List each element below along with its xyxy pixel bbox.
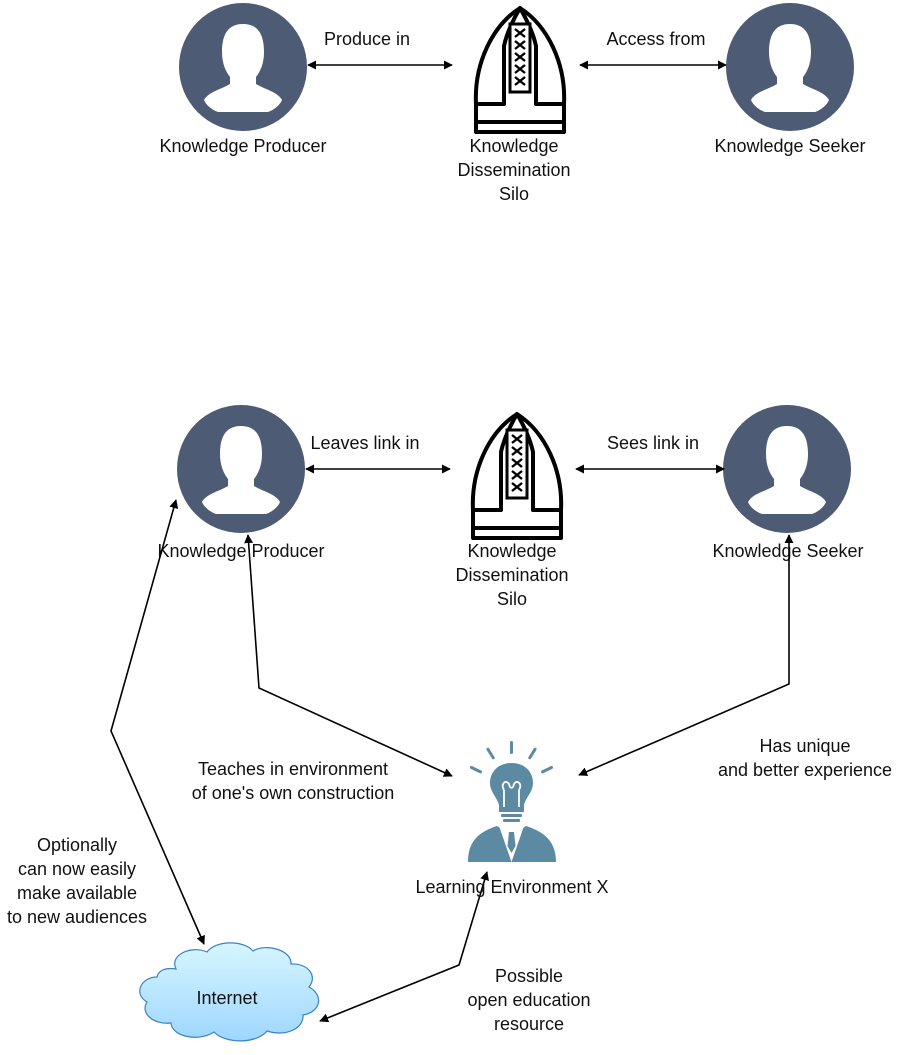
- learning-environment-lightbulb-icon: [468, 741, 556, 862]
- bottom-silo-mitre-icon: [470, 412, 564, 540]
- optionally-label-line3: make available: [17, 883, 137, 903]
- top-producer-person-icon: [179, 3, 307, 131]
- top-seeker-person-icon: [726, 3, 854, 131]
- top-silo-label-line2: Dissemination: [457, 160, 570, 180]
- internet-cloud-icon: [139, 942, 320, 1042]
- teaches-label-line1: Teaches in environment: [198, 759, 388, 779]
- bottom-diagram: Leaves link in Sees link in Knowledge Pr…: [7, 405, 892, 1042]
- possible-label-line2: open education: [467, 990, 590, 1010]
- top-silo-label-line3: Silo: [499, 184, 529, 204]
- optionally-label-line4: to new audiences: [7, 907, 147, 927]
- top-seeker-label: Knowledge Seeker: [714, 136, 865, 156]
- possible-label-line3: resource: [494, 1014, 564, 1034]
- bottom-producer-person-icon: [177, 405, 305, 533]
- bottom-silo-label-line3: Silo: [497, 589, 527, 609]
- internet-label: Internet: [196, 988, 257, 1008]
- bottom-edge-sees-label: Sees link in: [607, 433, 699, 453]
- possible-label-line1: Possible: [495, 966, 563, 986]
- has-unique-label-line1: Has unique: [759, 736, 850, 756]
- teaches-label-line2: of one's own construction: [192, 783, 395, 803]
- top-producer-label: Knowledge Producer: [159, 136, 326, 156]
- optionally-label-line2: can now easily: [18, 859, 136, 879]
- has-unique-label-line2: and better experience: [718, 760, 892, 780]
- bottom-edge-leaves-label: Leaves link in: [310, 433, 419, 453]
- top-diagram: Produce in Access from Knowledge Produce…: [159, 3, 866, 204]
- top-silo-label-line1: Knowledge: [469, 136, 558, 156]
- bottom-producer-label: Knowledge Producer: [157, 541, 324, 561]
- edge-seeker-to-learning-env: [578, 534, 794, 776]
- edge-producer-to-internet: [110, 499, 205, 945]
- bottom-silo-label-line1: Knowledge: [467, 541, 556, 561]
- top-edge-access-label: Access from: [606, 29, 705, 49]
- top-silo-mitre-icon: [473, 6, 567, 134]
- optionally-label-line1: Optionally: [37, 835, 117, 855]
- learning-env-label: Learning Environment X: [415, 877, 608, 897]
- bottom-seeker-person-icon: [723, 405, 851, 533]
- edge-learning-env-to-internet: [319, 871, 489, 1023]
- edge-producer-to-learning-env: [244, 534, 453, 777]
- bottom-silo-label-line2: Dissemination: [455, 565, 568, 585]
- bottom-seeker-label: Knowledge Seeker: [712, 541, 863, 561]
- top-edge-produce-label: Produce in: [324, 29, 410, 49]
